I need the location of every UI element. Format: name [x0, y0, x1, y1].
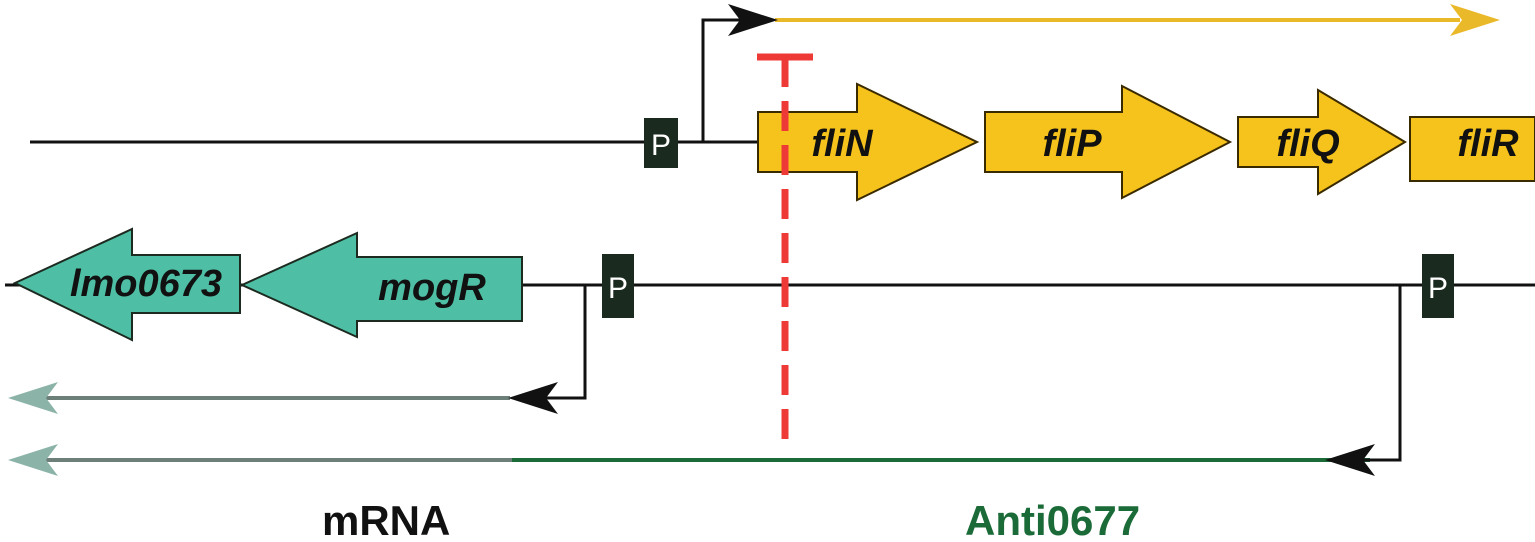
- svg-text:fliR: fliR: [1457, 123, 1519, 165]
- antisense-transcript-arrow: [8, 285, 1402, 476]
- gene-fliP: fliP: [984, 84, 1233, 200]
- caption-mrna: mRNA: [322, 497, 450, 542]
- svg-text:P: P: [1428, 272, 1448, 305]
- promoter-bottom-right: P: [1422, 254, 1454, 318]
- termination-block: [757, 53, 813, 452]
- caption-antisense: Anti0677: [965, 497, 1140, 542]
- gene-mogR: mogR: [239, 231, 523, 339]
- svg-text:mogR: mogR: [378, 267, 486, 309]
- top-transcript-arrow: [775, 4, 1500, 36]
- svg-text:lmo0673: lmo0673: [70, 263, 222, 305]
- top-tss-arrow: [701, 4, 778, 142]
- svg-text:P: P: [608, 272, 628, 305]
- svg-text:fliQ: fliQ: [1276, 123, 1339, 165]
- gene-fliN: fliN: [757, 82, 980, 202]
- svg-text:fliN: fliN: [811, 123, 874, 165]
- gene-lmo0673: lmo0673: [12, 227, 241, 342]
- promoter-bottom-left: P: [602, 254, 634, 318]
- svg-text:fliP: fliP: [1042, 123, 1102, 165]
- gene-fliR: fliR: [1409, 116, 1535, 182]
- gene-fliQ: fliQ: [1237, 88, 1407, 196]
- promoter-top: P: [644, 118, 678, 168]
- mrna-transcript-arrow: [8, 285, 587, 414]
- svg-text:P: P: [651, 129, 671, 162]
